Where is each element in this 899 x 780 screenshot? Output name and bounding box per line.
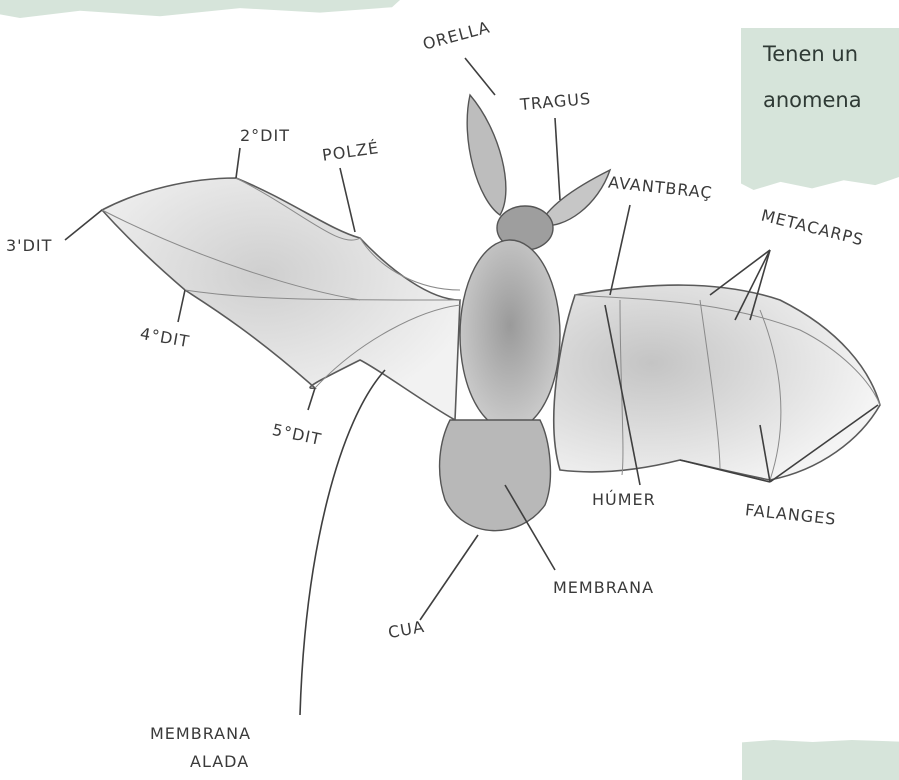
label-membrana-alada-2: ALADA xyxy=(190,752,249,771)
label-membrana-alada-1: MEMBRANA xyxy=(150,724,251,743)
label-membrana: MEMBRANA xyxy=(553,578,654,597)
bat-body xyxy=(460,240,560,430)
right-wing xyxy=(554,285,880,480)
tail-membrane xyxy=(440,420,551,531)
left-ear xyxy=(467,95,506,215)
right-ear xyxy=(540,170,610,226)
label-3-dit: 3'DIT xyxy=(6,236,52,255)
label-humer: HÚMER xyxy=(592,490,656,509)
left-wing xyxy=(102,178,460,420)
label-2-dit: 2°DIT xyxy=(240,126,290,145)
